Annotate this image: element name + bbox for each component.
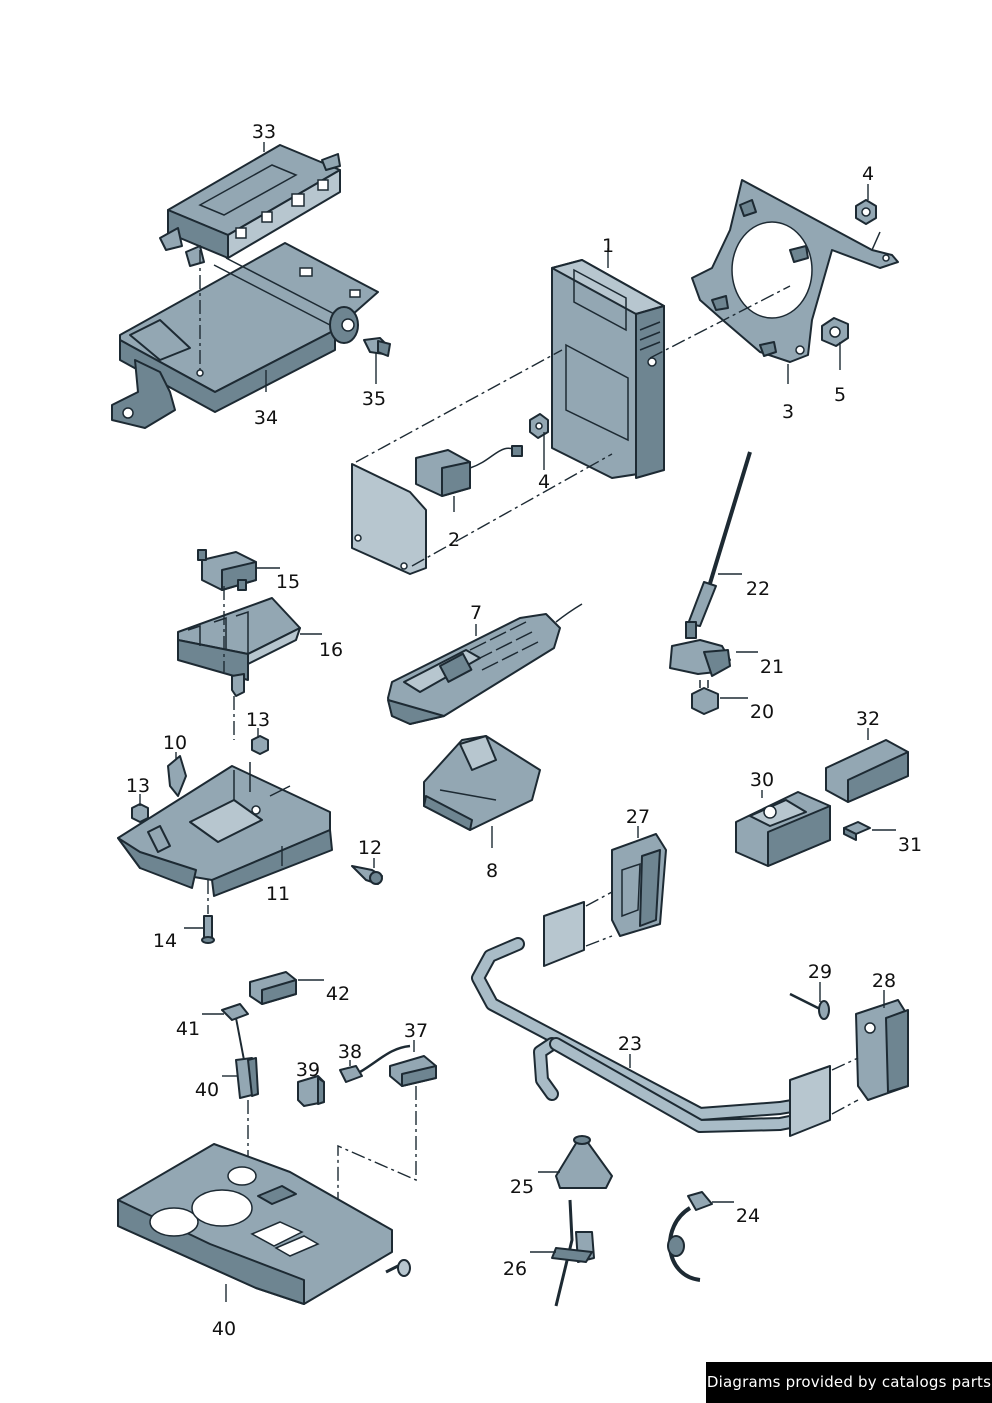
callout-16: 16 (319, 639, 343, 661)
callout-13-left: 13 (126, 775, 150, 797)
part-20-nut[interactable] (691, 680, 719, 715)
callout-42: 42 (326, 983, 350, 1005)
part-32-cover[interactable] (825, 739, 909, 803)
part-15-relay[interactable] (197, 549, 257, 591)
callout-29: 29 (808, 961, 832, 983)
callout-25: 25 (510, 1176, 534, 1198)
part-24-cable[interactable] (667, 1191, 713, 1282)
part-8-cradle[interactable] (423, 735, 541, 831)
callout-40-panel: 40 (212, 1318, 236, 1340)
part-28-holder[interactable] (855, 999, 909, 1101)
callout-4-middle: 4 (538, 471, 550, 493)
callout-32: 32 (856, 708, 880, 730)
part-3-bracket[interactable] (691, 179, 899, 363)
callout-40-small: 40 (195, 1079, 219, 1101)
part-23-rail[interactable] (471, 901, 831, 1137)
callout-34: 34 (254, 407, 278, 429)
part-1-housing[interactable] (551, 259, 665, 479)
callout-24: 24 (736, 1205, 760, 1227)
callout-21: 21 (760, 656, 784, 678)
part-12-screw[interactable] (351, 865, 383, 885)
callout-39: 39 (296, 1059, 320, 1081)
part-35-screw[interactable] (363, 337, 391, 357)
part-41-connector[interactable] (221, 1003, 249, 1061)
callout-14: 14 (153, 930, 177, 952)
callout-labels: 33 4 1 34 35 3 5 4 2 22 15 16 7 21 20 13… (126, 121, 922, 1340)
callout-2: 2 (448, 529, 460, 551)
part-33-module[interactable] (159, 144, 341, 267)
part-13-nut-right[interactable] (251, 735, 269, 755)
part-2-connector[interactable] (415, 445, 523, 497)
callout-33: 33 (252, 121, 276, 143)
part-37-housing[interactable] (389, 1055, 437, 1087)
part-2-cover-plate[interactable] (351, 463, 427, 575)
part-13-nut-left[interactable] (131, 803, 149, 823)
part-26-connector[interactable] (551, 1199, 595, 1307)
callout-41: 41 (176, 1018, 200, 1040)
part-16-holder[interactable] (177, 597, 301, 697)
part-4-nut-middle[interactable] (529, 413, 549, 439)
callout-1: 1 (602, 235, 614, 257)
callout-4-top: 4 (862, 163, 874, 185)
callout-28: 28 (872, 970, 896, 992)
part-27-holder[interactable] (611, 833, 667, 937)
part-14-bolt[interactable] (201, 915, 215, 944)
callout-11: 11 (266, 883, 290, 905)
callout-8: 8 (486, 860, 498, 882)
part-21-antenna-base[interactable] (669, 639, 731, 677)
callout-27: 27 (626, 806, 650, 828)
callout-38: 38 (338, 1041, 362, 1063)
callout-31: 31 (898, 834, 922, 856)
callout-30: 30 (750, 769, 774, 791)
callout-37: 37 (404, 1020, 428, 1042)
part-42-plug[interactable] (249, 971, 297, 1005)
part-30-switch[interactable] (735, 791, 831, 867)
part-11-mounting-plate[interactable] (117, 762, 333, 897)
part-40-switch[interactable] (235, 1057, 259, 1099)
part-39-socket[interactable] (297, 1075, 325, 1107)
part-22-antenna[interactable] (685, 451, 752, 639)
part-29-rivet[interactable] (789, 992, 830, 1020)
callout-22: 22 (746, 578, 770, 600)
part-7-handset[interactable] (387, 603, 583, 725)
callout-26: 26 (503, 1258, 527, 1280)
callout-23: 23 (618, 1033, 642, 1055)
callout-12: 12 (358, 837, 382, 859)
leader-lines (139, 142, 896, 1302)
callout-20: 20 (750, 701, 774, 723)
part-38-plug[interactable] (339, 1044, 411, 1083)
callout-15: 15 (276, 571, 300, 593)
part-4-nut-top[interactable] (855, 199, 877, 225)
part-25-grommet[interactable] (555, 1135, 613, 1189)
part-31-clip[interactable] (843, 821, 871, 841)
credit-banner[interactable]: Diagrams provided by catalogs parts (706, 1362, 992, 1403)
part-5-nut[interactable] (821, 317, 849, 347)
callout-10: 10 (163, 732, 187, 754)
callout-3: 3 (782, 401, 794, 423)
part-34-bracket[interactable] (111, 242, 379, 429)
callout-13-right: 13 (246, 709, 270, 731)
part-10-clip[interactable] (167, 755, 187, 797)
callout-35: 35 (362, 388, 386, 410)
callout-5: 5 (834, 384, 846, 406)
callout-7: 7 (470, 602, 482, 624)
part-40-panel[interactable] (117, 1143, 411, 1305)
